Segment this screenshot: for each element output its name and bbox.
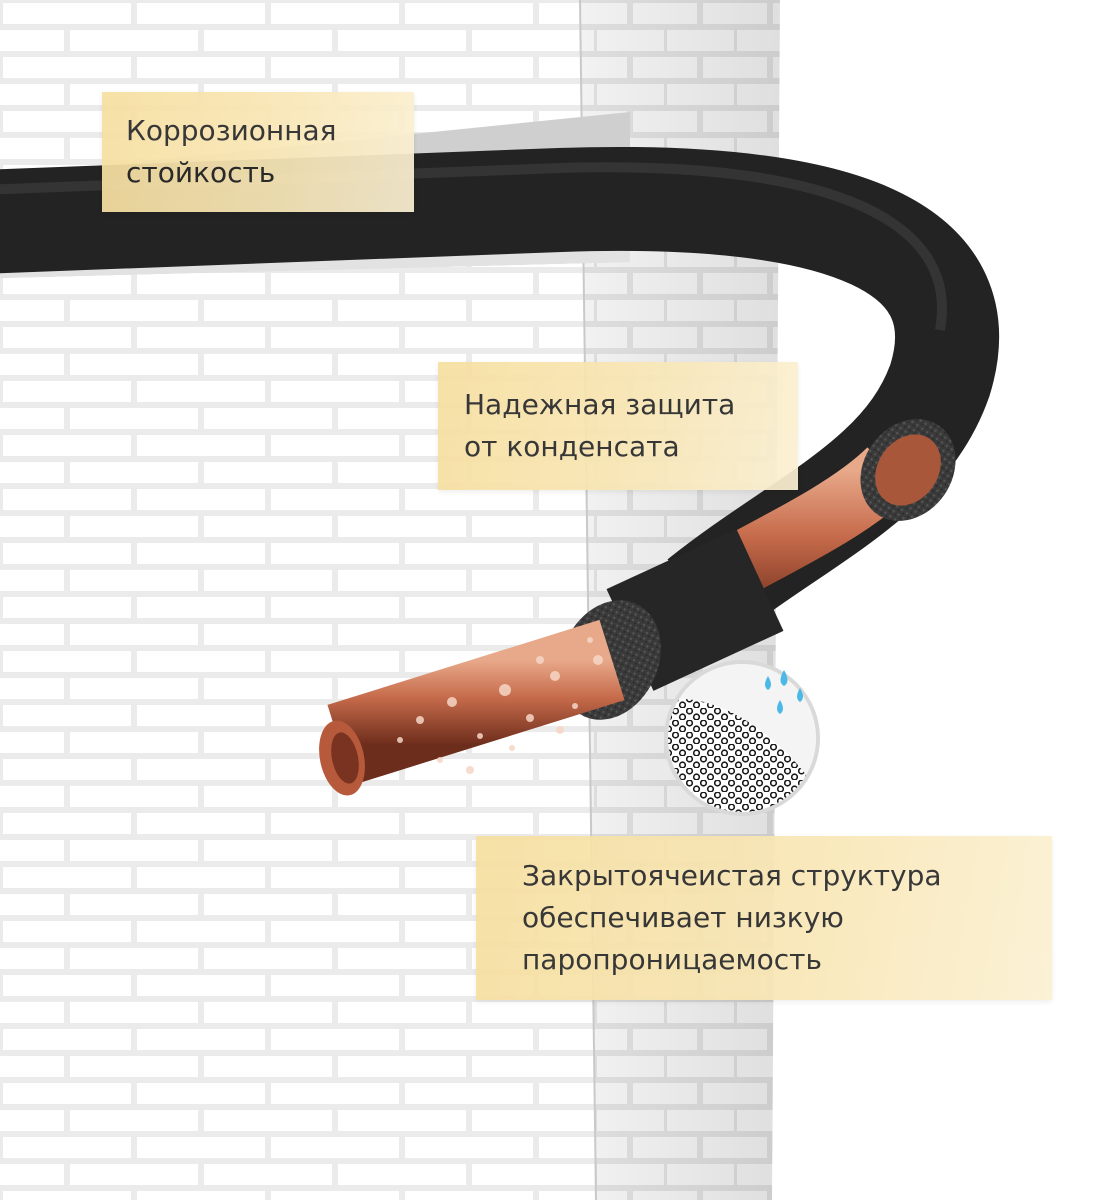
callout-1-line-2: стойкость	[126, 156, 276, 189]
callout-corrosion-resistance: Коррозионная стойкость	[102, 92, 414, 212]
copper-pipe-end	[327, 619, 625, 786]
callout-3-line-2: обеспечивает низкую	[522, 901, 844, 934]
callout-condensate-protection: Надежная защита от конденсата	[438, 362, 798, 490]
callout-3-line-3: паропроницаемость	[522, 943, 822, 976]
water-drops-icon	[765, 670, 803, 714]
callout-closed-cell-structure: Закрытоячеистая структура обеспечивает н…	[476, 836, 1052, 1000]
brick-wall-front	[0, 0, 596, 1200]
callout-2-line-2: от конденсата	[464, 430, 680, 463]
callout-1-line-1: Коррозионная	[126, 114, 337, 147]
condensate-droplets	[397, 637, 603, 774]
callout-3-line-1: Закрытоячеистая структура	[522, 859, 942, 892]
callout-2-line-1: Надежная защита	[464, 388, 736, 421]
